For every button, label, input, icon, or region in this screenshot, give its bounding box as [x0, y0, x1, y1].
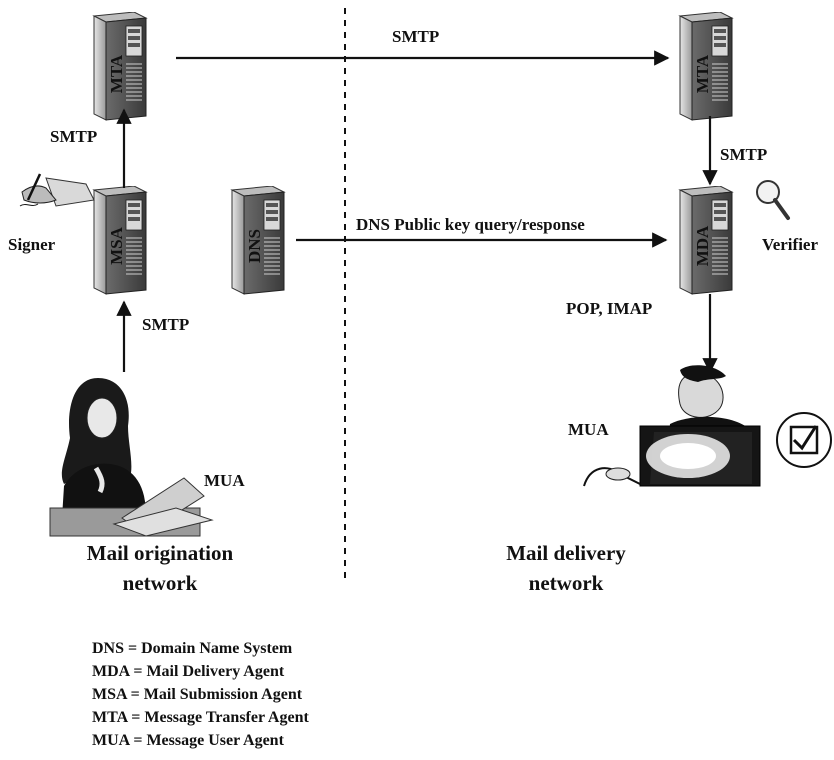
server-label-dns: DNS — [245, 229, 264, 263]
checkbox-badge-icon — [776, 412, 832, 468]
server-dns: DNS — [231, 186, 285, 295]
server-label-mda: MDA — [693, 225, 712, 266]
legend-item: MUA = Message User Agent — [92, 732, 285, 749]
label-smtp-right: SMTP — [720, 145, 767, 164]
label-mua-left: MUA — [204, 471, 245, 490]
legend-item: MDA = Mail Delivery Agent — [92, 663, 285, 680]
network-delivery-line1: Mail delivery — [506, 541, 626, 565]
legend-item: MSA = Mail Submission Agent — [92, 686, 303, 703]
legend-item: DNS = Domain Name System — [92, 640, 293, 657]
woman-laptop-icon — [49, 378, 214, 537]
label-verifier: Verifier — [762, 235, 818, 254]
man-computer-icon — [583, 365, 761, 487]
server-mda: MDA — [679, 186, 733, 295]
label-smtp-left-upper: SMTP — [50, 127, 97, 146]
network-origination-line2: network — [123, 571, 198, 595]
label-smtp-left-lower: SMTP — [142, 315, 189, 334]
server-label-mta-left: MTA — [107, 54, 126, 93]
legend: DNS = Domain Name System MDA = Mail Deli… — [92, 640, 309, 749]
label-dns-query: DNS Public key query/response — [356, 215, 585, 234]
network-delivery-line2: network — [529, 571, 604, 595]
server-label-msa: MSA — [107, 226, 126, 265]
pen-signing-icon — [19, 173, 95, 207]
label-smtp-top: SMTP — [392, 27, 439, 46]
server-label-mta-right: MTA — [693, 54, 712, 93]
label-pop-imap: POP, IMAP — [566, 299, 652, 318]
server-mta-right: MTA — [679, 12, 733, 121]
label-signer: Signer — [8, 235, 56, 254]
server-msa: MSA — [93, 186, 147, 295]
label-mua-right: MUA — [568, 420, 609, 439]
network-origination-line1: Mail origination — [87, 541, 234, 565]
server-mta-left: MTA — [93, 12, 147, 121]
legend-item: MTA = Message Transfer Agent — [92, 709, 309, 726]
magnifier-icon — [756, 180, 790, 220]
